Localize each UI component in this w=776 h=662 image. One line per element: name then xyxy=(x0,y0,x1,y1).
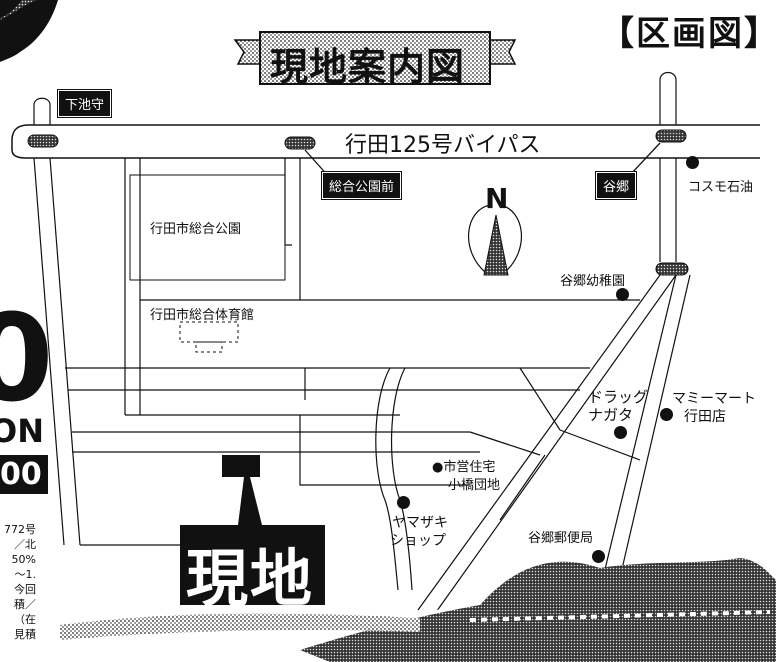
left-edge-boxed-text: 00 xyxy=(0,455,48,494)
bypass-road-label: 行田125号バイパス xyxy=(345,133,541,158)
park-area xyxy=(129,174,286,281)
intersection-yago: 谷郷 xyxy=(594,171,638,200)
left-edge-big-digit: 0 xyxy=(0,290,54,429)
left-edge-line: 772号 xyxy=(4,523,36,536)
mamimart-marker xyxy=(660,408,673,421)
tree-band xyxy=(0,558,776,662)
left-edge-line: 50% xyxy=(11,553,36,566)
post-office-label: 谷郷郵便局 xyxy=(528,531,594,546)
traffic-signal-shimoikemori xyxy=(27,134,59,148)
left-edge-line: 積／ xyxy=(14,598,36,611)
left-edge-line: 今回 xyxy=(14,583,36,596)
gym-label: 行田市総合体育館 xyxy=(150,308,255,323)
cosmo-marker xyxy=(686,156,699,169)
intersection-sougou-koen-mae: 総合公園前 xyxy=(320,171,403,200)
cosmo-label: コスモ石油 xyxy=(688,180,754,195)
park-label: 行田市総合公園 xyxy=(150,222,242,237)
map-title: 現地案内図 xyxy=(270,45,466,89)
mamimart-label-2: 行田店 xyxy=(684,409,726,425)
section-title: 【区画図】 xyxy=(600,14,776,54)
post-office-marker xyxy=(592,550,605,563)
site-label: 現地 xyxy=(186,542,315,615)
mamimart-label-1: マミーマート xyxy=(672,391,756,407)
kindergarten-label: 谷郷幼稚園 xyxy=(560,274,626,289)
housing-label-1: ●市営住宅 xyxy=(432,460,496,475)
left-edge-text-column: 772号 ／北 50% 〜1. 今回 積／ （在 見積 xyxy=(0,522,36,642)
title-banner xyxy=(233,31,517,85)
left-edge-line: 見積 xyxy=(14,628,36,641)
yamazaki-label-2: ショップ xyxy=(390,533,446,549)
left-edge-line: ／北 xyxy=(14,538,36,551)
drugstore-marker xyxy=(614,426,627,439)
kindergarten-marker xyxy=(616,288,629,301)
left-edge-line: （在 xyxy=(14,613,36,626)
gym-outline xyxy=(179,321,239,353)
drugstore-label-1: ドラッグ xyxy=(588,388,649,406)
compass-north-label: N xyxy=(485,182,509,215)
intersection-shimoikemori: 下池守 xyxy=(56,89,113,118)
traffic-signal-yago xyxy=(629,129,687,176)
housing-label-2: 小橋団地 xyxy=(448,478,501,493)
left-edge-line: 〜1. xyxy=(14,568,37,581)
bypass-road xyxy=(11,124,760,159)
yamazaki-label-1: ヤマザキ xyxy=(392,515,448,531)
drugstore-label-2: ナガタ xyxy=(588,406,634,424)
left-edge-on-text: ON xyxy=(0,412,44,450)
yamazaki-marker xyxy=(397,496,410,509)
site-marker xyxy=(180,455,325,605)
decorative-blob xyxy=(0,0,58,62)
traffic-signal-kindergarten xyxy=(655,262,689,276)
compass xyxy=(468,204,522,276)
